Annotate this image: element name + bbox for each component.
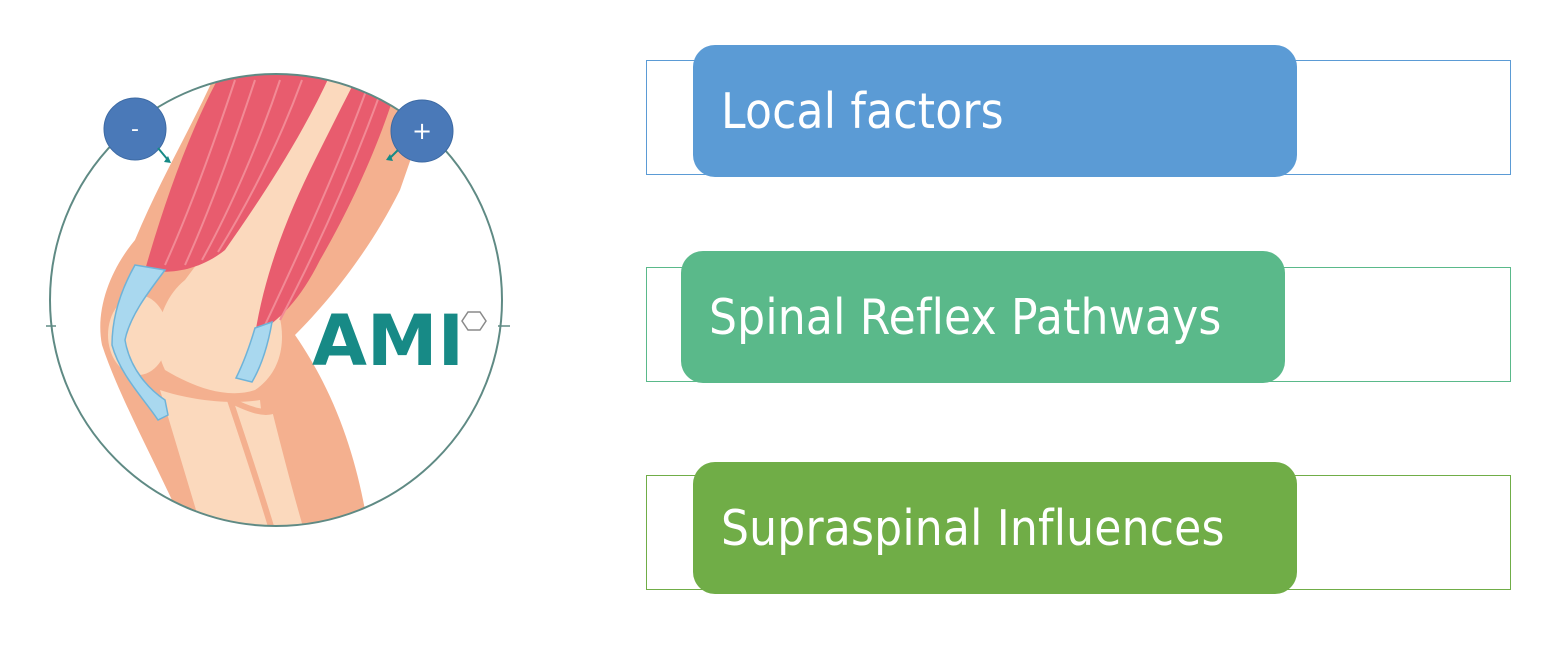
plus-sign: + xyxy=(412,117,432,145)
minus-sign: - xyxy=(131,117,139,142)
outline-circle xyxy=(49,73,503,527)
hamstring-fibers xyxy=(264,79,386,326)
ami-logo-text: AMI xyxy=(312,300,464,382)
patellar-tendon xyxy=(111,264,169,421)
fibula-bone xyxy=(224,394,315,526)
hexagon-icon xyxy=(461,311,487,331)
quadriceps-fibers xyxy=(164,79,303,266)
factor-label: Spinal Reflex Pathways xyxy=(709,288,1222,346)
minus-badge: - xyxy=(103,97,171,163)
factor-label: Supraspinal Influences xyxy=(721,499,1225,557)
knee-illustration: - + AMI xyxy=(46,73,510,527)
factor-supraspinal-influences: Supraspinal Influences xyxy=(693,462,1297,594)
plus-badge: + xyxy=(386,99,454,163)
factor-spinal-reflex-pathways: Spinal Reflex Pathways xyxy=(681,251,1285,383)
factor-label: Local factors xyxy=(721,82,1004,140)
factor-local-factors: Local factors xyxy=(693,45,1297,177)
knee-anatomy xyxy=(100,75,440,526)
hamstring-tendon xyxy=(234,320,273,383)
femur-bone xyxy=(157,75,370,394)
